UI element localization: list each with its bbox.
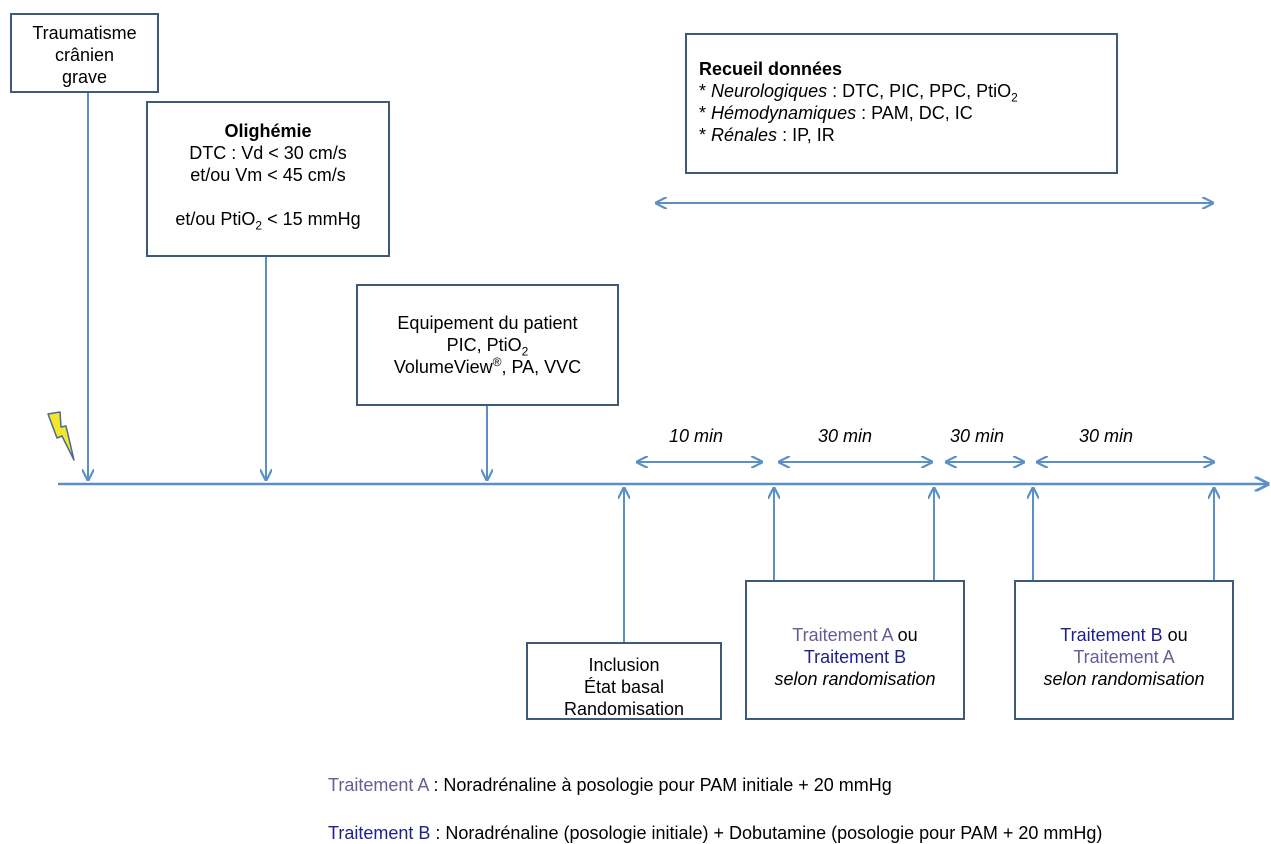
trauma-line1: Traumatisme — [32, 23, 137, 43]
legend-treatment-b: Traitement B : Noradrénaline (posologie … — [328, 822, 1102, 844]
equipement-line3: VolumeView®, PA, VVC — [393, 355, 582, 377]
equipement-line1: Equipement du patient — [397, 313, 578, 333]
olighemie-box: Olighémie DTC : Vd < 30 cm/s et/ou Vm < … — [146, 101, 390, 257]
duration-label-2: 30 min — [818, 426, 873, 446]
inclusion-line1: Inclusion — [588, 655, 660, 675]
legend-a-label: Traitement A — [328, 775, 429, 795]
box1-line3: selon randomisation — [774, 669, 936, 689]
box1-line1: Traitement A ou — [792, 625, 918, 645]
inclusion-box: Inclusion État basal Randomisation — [526, 642, 722, 720]
lightning-bolt-icon — [47, 411, 75, 461]
box2-line1: Traitement B ou — [1060, 625, 1188, 645]
recueil-title: Recueil données — [699, 59, 843, 79]
legend-b-label: Traitement B — [328, 823, 431, 843]
equipement-line2: PIC, PtiO2 — [446, 335, 529, 359]
trauma-line3: grave — [61, 67, 108, 87]
recueil-renal: * Rénales : IP, IR — [699, 125, 835, 145]
trauma-line2: crânien — [54, 45, 115, 65]
olighemie-title: Olighémie — [224, 121, 312, 141]
treatment-box-2: Traitement B ou Traitement A selon rando… — [1014, 580, 1234, 720]
duration-label-4: 30 min — [1079, 426, 1134, 446]
olighemie-line2: et/ou Vm < 45 cm/s — [190, 165, 346, 185]
trauma-box: Traumatisme crânien grave — [10, 13, 159, 93]
box2-line2: Traitement A — [1073, 647, 1175, 667]
recueil-neuro: * Neurologiques : DTC, PIC, PPC, PtiO2 — [699, 81, 1018, 105]
treatment-box-1: Traitement A ou Traitement B selon rando… — [745, 580, 965, 720]
recueil-box: Recueil données * Neurologiques : DTC, P… — [685, 33, 1118, 174]
legend-b-text: : Noradrénaline (posologie initiale) + D… — [430, 823, 1103, 843]
olighemie-line1: DTC : Vd < 30 cm/s — [189, 143, 347, 163]
duration-label-1: 10 min — [669, 426, 724, 446]
box1-line2: Traitement B — [803, 647, 907, 667]
box2-line3: selon randomisation — [1043, 669, 1205, 689]
inclusion-line3: Randomisation — [563, 699, 685, 719]
legend-treatment-a: Traitement A : Noradrénaline à posologie… — [328, 774, 892, 796]
inclusion-line2: État basal — [583, 677, 665, 697]
olighemie-line3: et/ou PtiO2 < 15 mmHg — [175, 209, 361, 233]
duration-label-3: 30 min — [950, 426, 1005, 446]
recueil-hemo: * Hémodynamiques : PAM, DC, IC — [699, 103, 973, 123]
equipement-box: Equipement du patient PIC, PtiO2 VolumeV… — [356, 284, 619, 406]
legend-a-text: : Noradrénaline à posologie pour PAM ini… — [428, 775, 892, 795]
